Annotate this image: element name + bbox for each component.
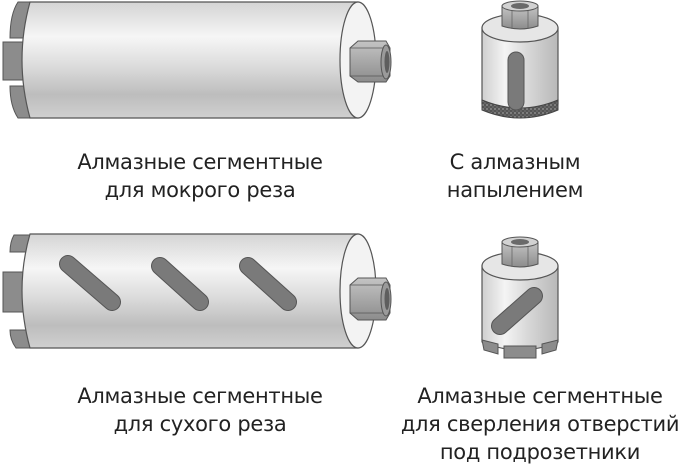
diamond-coated-bit-caption: С алмазным напылением (415, 148, 615, 204)
caption-line: для мокрого реза (104, 178, 296, 202)
socket-core-bit-icon (481, 236, 559, 359)
caption-line: для сверления отверстий (400, 412, 680, 436)
diamond-core-bit-wet-icon (2, 1, 392, 119)
caption-line: напылением (446, 178, 584, 202)
caption-line: Алмазные сегментные (77, 384, 323, 408)
caption-line: С алмазным (449, 150, 581, 174)
diamond-core-bit-dry-icon (2, 233, 392, 349)
dry-core-bit-caption: Алмазные сегментные для сухого реза (40, 382, 360, 438)
caption-line: Алмазные сегментные (77, 150, 323, 174)
wet-core-bit-caption: Алмазные сегментные для мокрого реза (40, 148, 360, 204)
caption-line: для сухого реза (113, 412, 287, 436)
diamond-coated-bit-illustration (470, 0, 570, 130)
socket-core-bit-caption: Алмазные сегментные для сверления отверс… (380, 382, 700, 466)
wet-core-bit-illustration (0, 0, 400, 125)
caption-line: под подрозетники (439, 440, 641, 464)
dry-core-bit-illustration (0, 230, 400, 355)
socket-core-bit-illustration (470, 230, 570, 370)
caption-line: Алмазные сегментные (417, 384, 663, 408)
diamond-coated-bit-icon (481, 0, 559, 119)
